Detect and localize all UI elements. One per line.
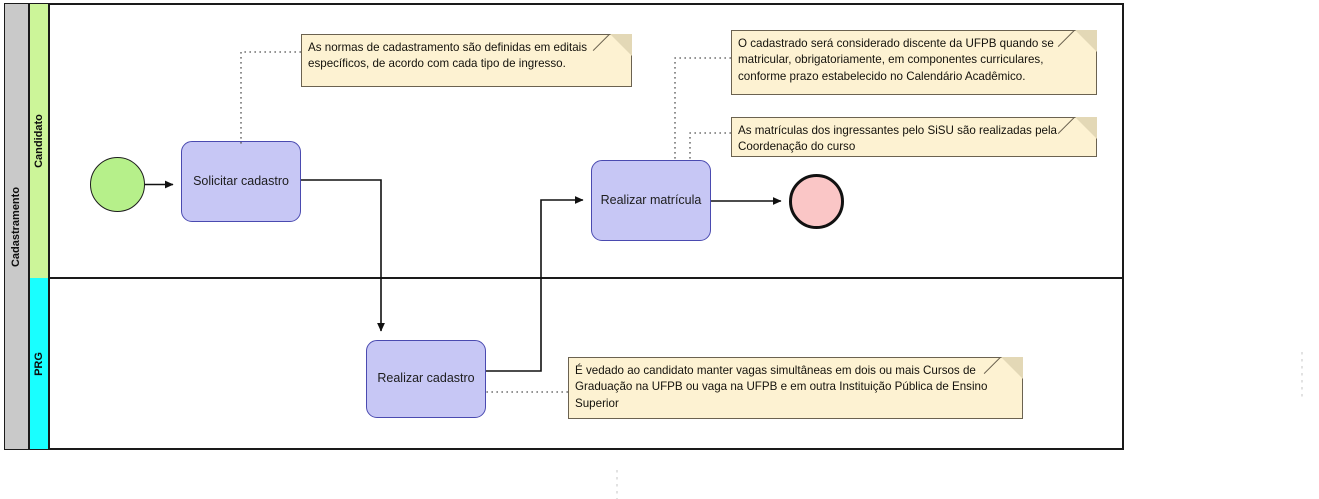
fold-corner-icon	[1001, 357, 1023, 379]
task-realizar-cadastro[interactable]: Realizar cadastro	[366, 340, 486, 418]
task-label: Solicitar cadastro	[193, 173, 289, 188]
annotation-text: As matrículas dos ingressantes pelo SiSU…	[738, 124, 1057, 154]
annotation-normas-cadastramento: As normas de cadastramento são definidas…	[301, 34, 632, 87]
annotation-cadastrado-discente: O cadastrado será considerado discente d…	[731, 30, 1097, 95]
lane-label-candidato: Candidato	[33, 114, 45, 168]
task-solicitar-cadastro[interactable]: Solicitar cadastro	[181, 141, 301, 222]
annotation-text: O cadastrado será considerado discente d…	[738, 37, 1054, 83]
start-event[interactable]	[90, 157, 145, 212]
pool-label: Cadastramento	[10, 186, 23, 267]
task-label: Realizar cadastro	[377, 371, 475, 386]
end-event[interactable]	[789, 174, 844, 229]
pool-header-cadastramento: Cadastramento	[5, 4, 30, 449]
fold-corner-icon	[1075, 117, 1097, 139]
annotation-vagas-simultaneas: É vedado ao candidato manter vagas simul…	[568, 357, 1023, 419]
lane-header-prg: PRG	[30, 278, 50, 449]
fold-corner-icon	[610, 34, 632, 56]
task-label: Realizar matrícula	[600, 192, 702, 207]
task-realizar-matricula[interactable]: Realizar matrícula	[591, 160, 711, 241]
lane-divider	[50, 277, 1123, 279]
annotation-text: É vedado ao candidato manter vagas simul…	[575, 364, 988, 410]
fold-corner-icon	[1075, 30, 1097, 52]
lane-header-candidato: Candidato	[30, 4, 50, 278]
annotation-text: As normas de cadastramento são definidas…	[308, 41, 588, 71]
annotation-matriculas-sisu: As matrículas dos ingressantes pelo SiSU…	[731, 117, 1097, 157]
lane-label-prg: PRG	[33, 351, 45, 376]
